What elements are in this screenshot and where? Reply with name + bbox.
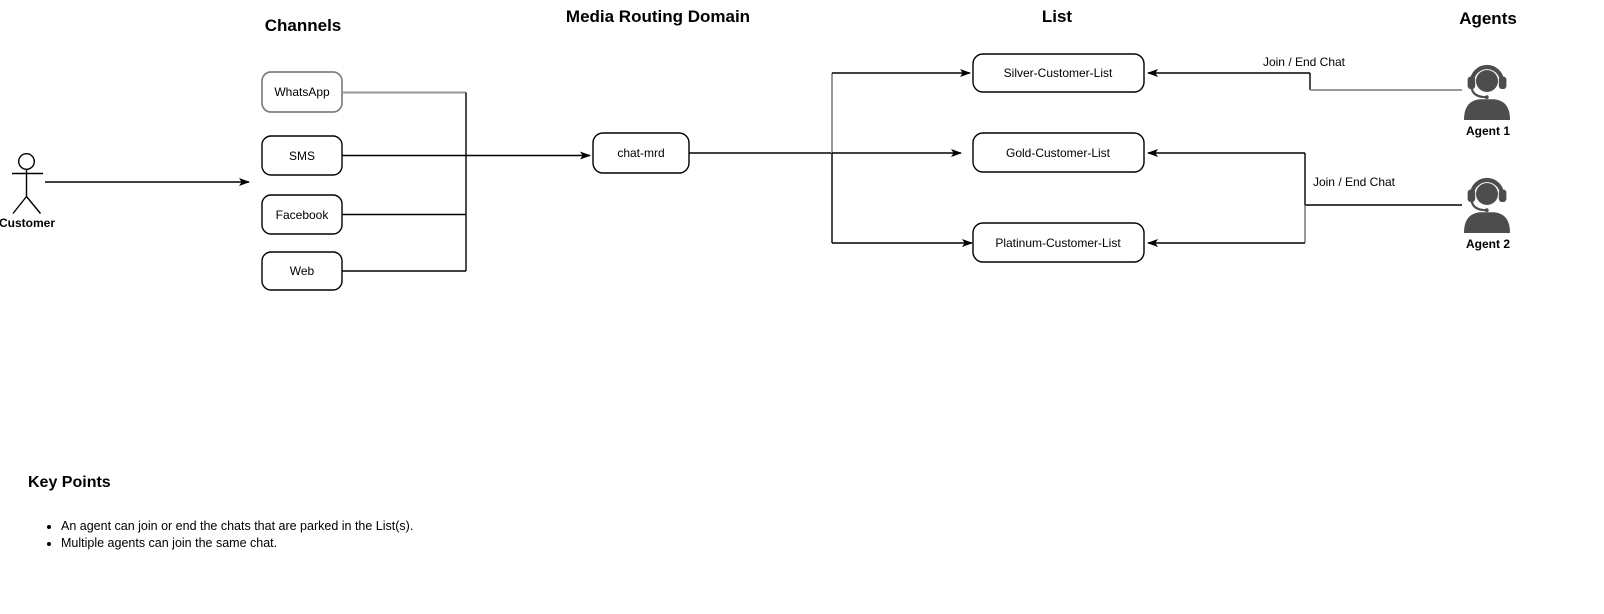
agent-1: Agent 1 — [1464, 67, 1510, 138]
channels-title: Channels — [265, 16, 342, 35]
edge-label-join-end-chat-1: Join / End Chat — [1263, 55, 1346, 69]
channel-label: Web — [290, 264, 315, 278]
mrd-node-label: chat-mrd — [617, 146, 664, 160]
key-point-item: Multiple agents can join the same chat. — [61, 535, 413, 552]
key-point-item: An agent can join or end the chats that … — [61, 518, 413, 535]
channel-node-facebook: Facebook — [261, 194, 343, 235]
list-node-label: Gold-Customer-List — [1006, 146, 1111, 160]
list-title: List — [1042, 7, 1073, 26]
headset-agent-icon — [1464, 67, 1510, 120]
key-points-list: An agent can join or end the chats that … — [33, 518, 413, 551]
customer-actor: Customer — [0, 152, 55, 230]
list-node-label: Silver-Customer-List — [1004, 66, 1113, 80]
channel-label: SMS — [289, 149, 315, 163]
mrd-node-chat-mrd: chat-mrd — [592, 132, 690, 174]
channel-node-whatsapp: WhatsApp — [261, 71, 343, 113]
actor-legs — [12, 196, 42, 214]
list-node-label: Platinum-Customer-List — [995, 236, 1121, 250]
agent-label: Agent 1 — [1466, 124, 1510, 138]
list-node-gold: Gold-Customer-List — [972, 132, 1145, 173]
customer-label: Customer — [0, 216, 55, 230]
channel-node-sms: SMS — [261, 135, 343, 176]
mrd-title: Media Routing Domain — [566, 7, 750, 26]
list-node-platinum: Platinum-Customer-List — [972, 222, 1145, 263]
channel-node-web: Web — [261, 251, 343, 291]
channel-label: WhatsApp — [274, 85, 330, 99]
actor-head — [18, 152, 36, 170]
agents-title: Agents — [1459, 9, 1517, 28]
edge-label-join-end-chat-2: Join / End Chat — [1313, 175, 1396, 189]
list-node-silver: Silver-Customer-List — [972, 53, 1145, 93]
channel-label: Facebook — [276, 208, 330, 222]
agent-2: Agent 2 — [1464, 180, 1510, 251]
key-points-title: Key Points — [28, 474, 111, 491]
headset-agent-icon — [1464, 180, 1510, 233]
agent-label: Agent 2 — [1466, 237, 1510, 251]
